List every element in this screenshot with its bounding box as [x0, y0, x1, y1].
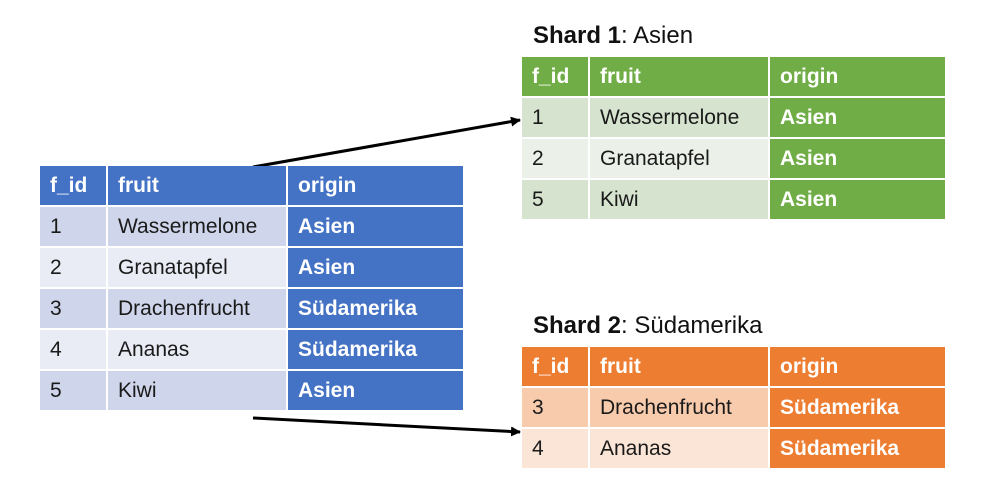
table-row: 3 Drachenfrucht Südamerika — [40, 289, 463, 330]
table-row: 4 Ananas Südamerika — [40, 330, 463, 371]
cell-fruit: Ananas — [108, 330, 288, 371]
shard1-title-rest: : Asien — [621, 22, 694, 49]
main-header-fid: f_id — [40, 166, 108, 207]
cell-origin: Asien — [770, 139, 945, 180]
cell-origin: Asien — [288, 371, 463, 412]
main-header-row: f_id fruit origin — [40, 166, 463, 207]
shard2-header-fid: f_id — [522, 347, 590, 388]
shard2-table: f_id fruit origin 3 Drachenfrucht Südame… — [522, 347, 945, 470]
cell-fid: 1 — [522, 98, 590, 139]
shard2-title-bold: Shard 2 — [533, 312, 622, 339]
cell-fid: 1 — [40, 207, 108, 248]
table-row: 5 Kiwi Asien — [522, 180, 945, 221]
cell-origin: Südamerika — [770, 429, 945, 470]
cell-fid: 2 — [522, 139, 590, 180]
table-row: 2 Granatapfel Asien — [522, 139, 945, 180]
cell-fid: 3 — [40, 289, 108, 330]
shard2-title: Shard 2: Südamerika — [533, 312, 762, 340]
cell-origin: Asien — [288, 248, 463, 289]
cell-fid: 3 — [522, 388, 590, 429]
arrow-to-shard1 — [252, 116, 521, 169]
main-header-origin: origin — [288, 166, 463, 207]
cell-origin: Südamerika — [288, 289, 463, 330]
cell-fruit: Granatapfel — [590, 139, 770, 180]
shard2-title-rest: : Südamerika — [621, 312, 763, 339]
shard2-header-fruit: fruit — [590, 347, 770, 388]
shard1-table: f_id fruit origin 1 Wassermelone Asien 2… — [522, 57, 945, 221]
cell-fruit: Ananas — [590, 429, 770, 470]
table-row: 5 Kiwi Asien — [40, 371, 463, 412]
cell-fid: 2 — [40, 248, 108, 289]
cell-origin: Asien — [770, 98, 945, 139]
shard1-header-row: f_id fruit origin — [522, 57, 945, 98]
cell-fruit: Wassermelone — [108, 207, 288, 248]
cell-fid: 4 — [522, 429, 590, 470]
shard1-title: Shard 1: Asien — [533, 22, 693, 50]
shard2-header-origin: origin — [770, 347, 945, 388]
cell-fruit: Drachenfrucht — [590, 388, 770, 429]
table-row: 1 Wassermelone Asien — [40, 207, 463, 248]
shard1-title-bold: Shard 1 — [533, 22, 622, 49]
shard1-header-origin: origin — [770, 57, 945, 98]
main-header-fruit: fruit — [108, 166, 288, 207]
cell-fruit: Drachenfrucht — [108, 289, 288, 330]
cell-fruit: Kiwi — [108, 371, 288, 412]
cell-fid: 5 — [40, 371, 108, 412]
shard2-header-row: f_id fruit origin — [522, 347, 945, 388]
cell-fruit: Granatapfel — [108, 248, 288, 289]
table-row: 4 Ananas Südamerika — [522, 429, 945, 470]
shard1-header-fruit: fruit — [590, 57, 770, 98]
table-row: 2 Granatapfel Asien — [40, 248, 463, 289]
main-table: f_id fruit origin 1 Wassermelone Asien 2… — [40, 166, 463, 412]
cell-origin: Asien — [770, 180, 945, 221]
cell-fruit: Kiwi — [590, 180, 770, 221]
cell-fid: 5 — [522, 180, 590, 221]
cell-origin: Südamerika — [770, 388, 945, 429]
table-row: 3 Drachenfrucht Südamerika — [522, 388, 945, 429]
table-row: 1 Wassermelone Asien — [522, 98, 945, 139]
cell-origin: Südamerika — [288, 330, 463, 371]
arrow-to-shard2 — [252, 416, 521, 437]
cell-fid: 4 — [40, 330, 108, 371]
shard1-header-fid: f_id — [522, 57, 590, 98]
cell-origin: Asien — [288, 207, 463, 248]
cell-fruit: Wassermelone — [590, 98, 770, 139]
